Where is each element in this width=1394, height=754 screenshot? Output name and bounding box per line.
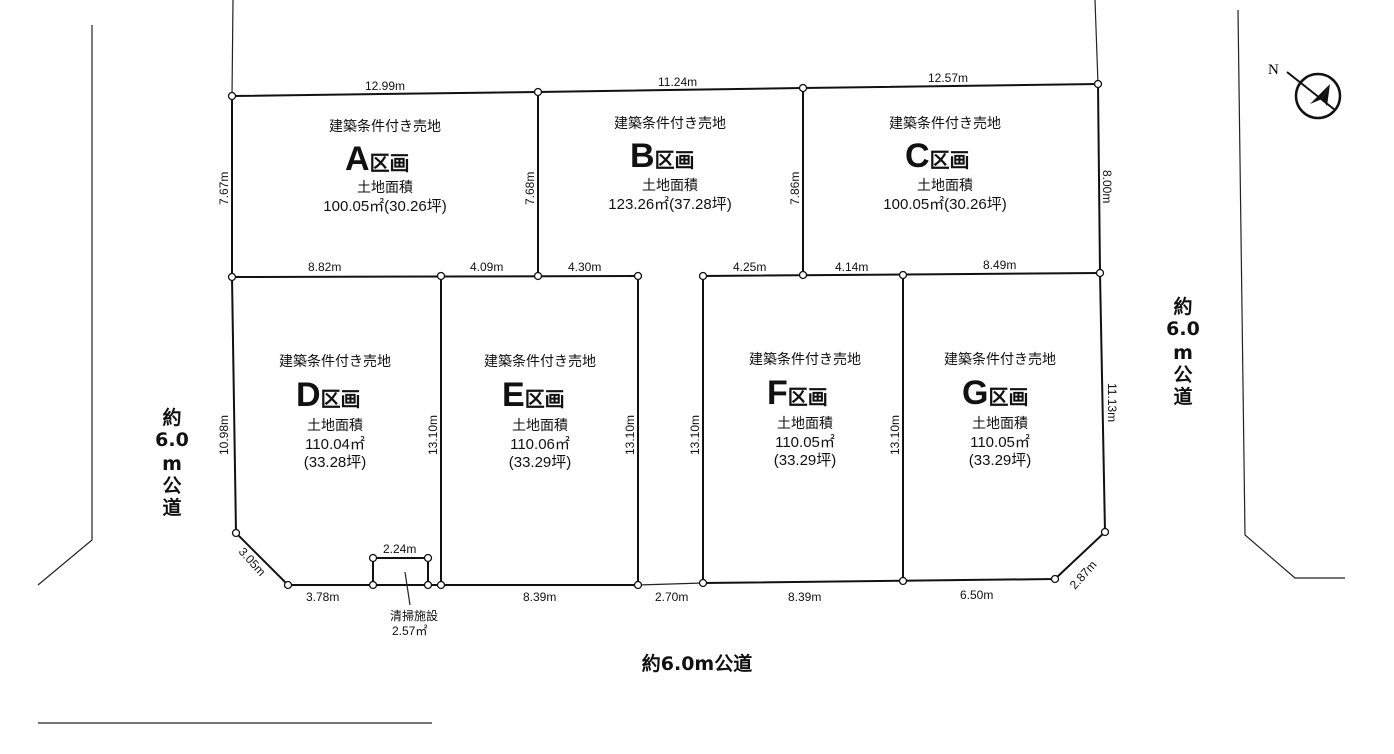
facility-name: 清掃施設 xyxy=(390,608,438,623)
lot-area-m2: 110.05㎡ xyxy=(775,434,835,451)
area-label: 土地面積 xyxy=(642,178,698,194)
lot-condition: 建築条件付き売地 xyxy=(279,353,391,370)
survey-points xyxy=(227,79,1110,590)
svg-text:m: m xyxy=(162,453,182,475)
lot-id: A区画 xyxy=(345,140,410,178)
dim-mid-1: 8.82m xyxy=(308,260,341,274)
area-label: 土地面積 xyxy=(357,180,413,196)
road-label-bottom: 約6.0m公道 xyxy=(642,652,752,675)
svg-text:6.0: 6.0 xyxy=(1166,318,1200,340)
dim-left-a: 7.67m xyxy=(217,172,231,205)
lot-condition: 建築条件付き売地 xyxy=(484,353,596,370)
dim-facility: 2.24m xyxy=(383,542,416,556)
area-label: 土地面積 xyxy=(777,416,833,432)
lot-condition: 建築条件付き売地 xyxy=(944,351,1056,368)
lot-area: 100.05㎡(30.26坪) xyxy=(883,196,1006,213)
lot-b: 建築条件付き売地 B区画 土地面積 123.26㎡(37.28坪) xyxy=(608,115,731,213)
lot-area-tsubo: (33.29坪) xyxy=(509,454,572,471)
lot-area-tsubo: (33.29坪) xyxy=(774,452,837,469)
dim-bottom-gap: 2.70m xyxy=(655,590,688,604)
lot-id: E区画 xyxy=(502,376,565,414)
lot-f: 建築条件付き売地 F区画 土地面積 110.05㎡ (33.29坪) xyxy=(749,351,861,469)
dim-top-b: 11.24m xyxy=(658,75,697,89)
svg-text:約: 約 xyxy=(1173,295,1192,318)
lot-c: 建築条件付き売地 C区画 土地面積 100.05㎡(30.26坪) xyxy=(883,115,1006,213)
dim-bottom-g: 6.50m xyxy=(960,588,993,602)
facility-area: 2.57㎡ xyxy=(392,624,427,638)
lot-area-tsubo: (33.28坪) xyxy=(304,454,367,471)
area-label: 土地面積 xyxy=(512,418,568,434)
svg-text:N: N xyxy=(1268,62,1279,78)
lot-area-m2: 110.06㎡ xyxy=(510,436,570,453)
dim-v-d: 10.98m xyxy=(217,415,231,455)
lot-e: 建築条件付き売地 E区画 土地面積 110.06㎡ (33.29坪) xyxy=(484,353,596,471)
dim-bc: 7.86m xyxy=(788,172,802,205)
lot-condition: 建築条件付き売地 xyxy=(749,351,861,368)
lot-area: 100.05㎡(30.26坪) xyxy=(323,198,446,215)
lot-id: G区画 xyxy=(962,374,1028,412)
dim-mid-2: 4.09m xyxy=(470,260,503,274)
road-label-right: 約 6.0 m 公 道 xyxy=(1166,295,1200,408)
road-label-left: 約 6.0 m 公 道 xyxy=(155,406,189,519)
dim-v-e: 13.10m xyxy=(623,415,637,455)
lot-id: D区画 xyxy=(296,376,361,414)
lot-area-m2: 110.05㎡ xyxy=(970,434,1030,451)
lot-a: 建築条件付き売地 A区画 土地面積 100.05㎡(30.26坪) xyxy=(323,118,446,215)
dim-mid-4: 4.25m xyxy=(733,260,766,274)
dim-mid-5: 4.14m xyxy=(835,260,868,274)
road-boundaries xyxy=(37,0,1345,724)
lot-d: 建築条件付き売地 D区画 土地面積 110.04㎡ (33.28坪) xyxy=(279,353,391,471)
lot-id: B区画 xyxy=(630,137,695,175)
svg-text:道: 道 xyxy=(1173,385,1192,408)
lot-area-m2: 110.04㎡ xyxy=(305,436,365,453)
area-label: 土地面積 xyxy=(917,178,973,194)
north-arrow-icon: N xyxy=(1268,62,1342,120)
dim-top-c: 12.57m xyxy=(928,71,968,85)
svg-text:6.0: 6.0 xyxy=(155,429,189,451)
dim-mid-3: 4.30m xyxy=(568,260,601,274)
dim-v-de: 13.10m xyxy=(426,415,440,455)
dim-v-g: 11.13m xyxy=(1105,383,1119,422)
svg-text:公: 公 xyxy=(1173,364,1192,386)
cleaning-facility-box xyxy=(372,557,429,585)
lot-area: 123.26㎡(37.28坪) xyxy=(608,196,731,213)
dim-bottom-f: 8.39m xyxy=(788,590,821,604)
area-label: 土地面積 xyxy=(972,416,1028,432)
svg-text:約: 約 xyxy=(162,406,181,429)
lot-condition: 建築条件付き売地 xyxy=(329,118,441,135)
dim-ab: 7.68m xyxy=(523,172,537,205)
svg-text:m: m xyxy=(1173,342,1193,364)
svg-text:道: 道 xyxy=(162,496,181,519)
lot-area-tsubo: (33.29坪) xyxy=(969,452,1032,469)
lot-g: 建築条件付き売地 G区画 土地面積 110.05㎡ (33.29坪) xyxy=(944,351,1056,469)
dim-right-c: 8.00m xyxy=(1100,170,1114,203)
dim-v-f: 13.10m xyxy=(688,415,702,455)
dim-v-fg: 13.10m xyxy=(888,415,902,455)
lot-condition: 建築条件付き売地 xyxy=(614,115,726,132)
dim-bottom-e: 8.39m xyxy=(523,590,556,604)
svg-text:公: 公 xyxy=(162,475,181,497)
lot-id: C区画 xyxy=(905,137,970,175)
dim-bottom-d: 3.78m xyxy=(306,590,339,604)
dim-top-a: 12.99m xyxy=(365,79,405,93)
lot-condition: 建築条件付き売地 xyxy=(889,115,1001,132)
dim-mid-6: 8.49m xyxy=(983,258,1016,272)
lot-id: F区画 xyxy=(767,374,828,412)
area-label: 土地面積 xyxy=(307,418,363,434)
